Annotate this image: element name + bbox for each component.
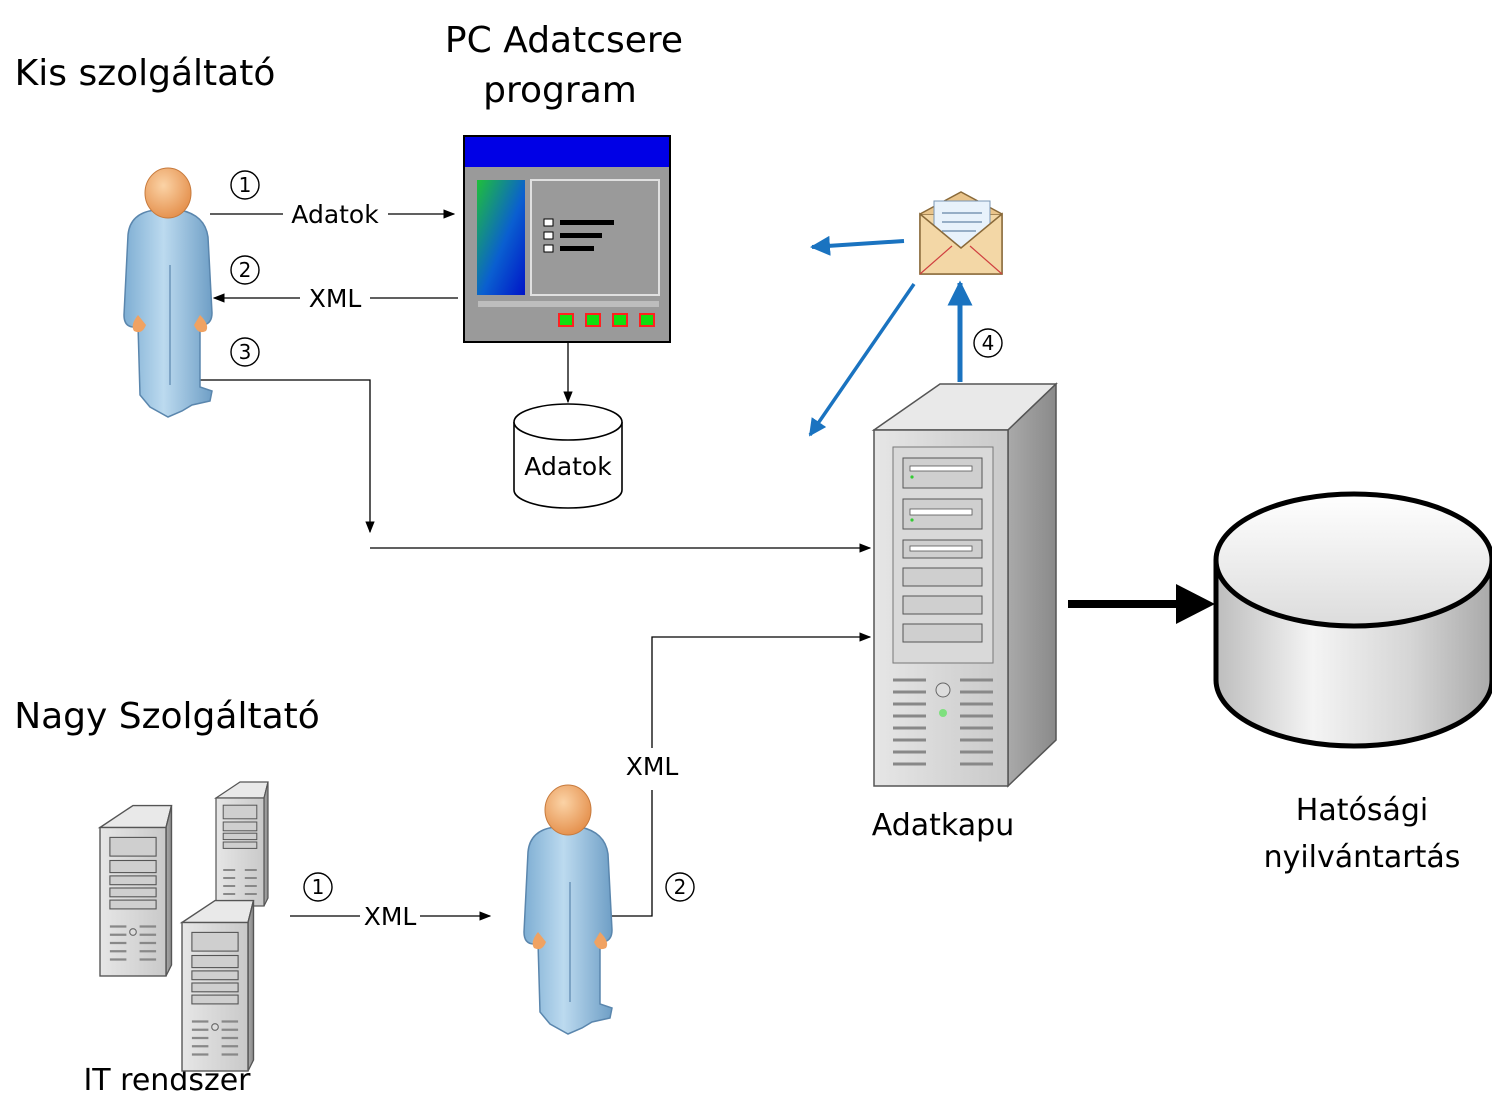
edge-gateway-to-registry: [1068, 584, 1215, 624]
envelope-icon: [919, 191, 1003, 275]
edge-label-xml-3: XML: [626, 752, 679, 781]
step-4-gateway: 4: [973, 328, 1003, 358]
person-icon-large-provider: [523, 784, 613, 1035]
edge-small-to-gateway: [200, 379, 872, 553]
step-2-large: 2: [665, 872, 695, 902]
svg-text:2: 2: [674, 875, 687, 899]
svg-text:3: 3: [239, 340, 252, 364]
edge-label-xml-1: XML: [309, 284, 362, 313]
svg-text:2: 2: [239, 258, 252, 282]
local-database-icon: Adatok: [513, 403, 623, 509]
blue-arrows: [808, 235, 973, 437]
step-1-large: 1: [303, 872, 333, 902]
registry-label-line1: Hatósági: [1296, 793, 1428, 828]
person-icon-small-provider: [123, 167, 213, 418]
large-provider-label: Nagy Szolgáltató: [14, 696, 320, 737]
local-database-label: Adatok: [524, 452, 612, 481]
registry-label-line2: nyilvántartás: [1264, 840, 1461, 875]
edge-data-to-program: Adatok: [210, 200, 456, 229]
step-1-small: 1: [230, 170, 260, 200]
edge-label-adatok: Adatok: [291, 200, 379, 229]
registry-database-icon: [1213, 491, 1492, 749]
svg-text:1: 1: [312, 875, 325, 899]
it-system-server-icon-2: [214, 781, 269, 907]
edge-label-xml-2: XML: [364, 902, 417, 931]
gateway-label: Adatkapu: [872, 808, 1014, 843]
it-system-server-icon-1: [97, 804, 173, 977]
svg-text:4: 4: [982, 331, 995, 355]
program-title-line1: PC Adatcsere: [445, 20, 683, 61]
it-system-server-icon-3: [179, 899, 255, 1072]
program-title-line2: program: [483, 70, 637, 111]
step-3-small: 3: [230, 337, 260, 367]
gateway-server-icon: [871, 382, 1058, 788]
svg-text:1: 1: [239, 173, 252, 197]
step-2-small: 2: [230, 255, 260, 285]
small-provider-label: Kis szolgáltató: [15, 53, 276, 94]
edge-large-to-gateway: XML: [612, 632, 872, 917]
edge-xml-from-program: XML: [212, 284, 458, 313]
program-window-icon: [463, 135, 671, 343]
edge-xml-from-it: XML: [290, 902, 492, 931]
